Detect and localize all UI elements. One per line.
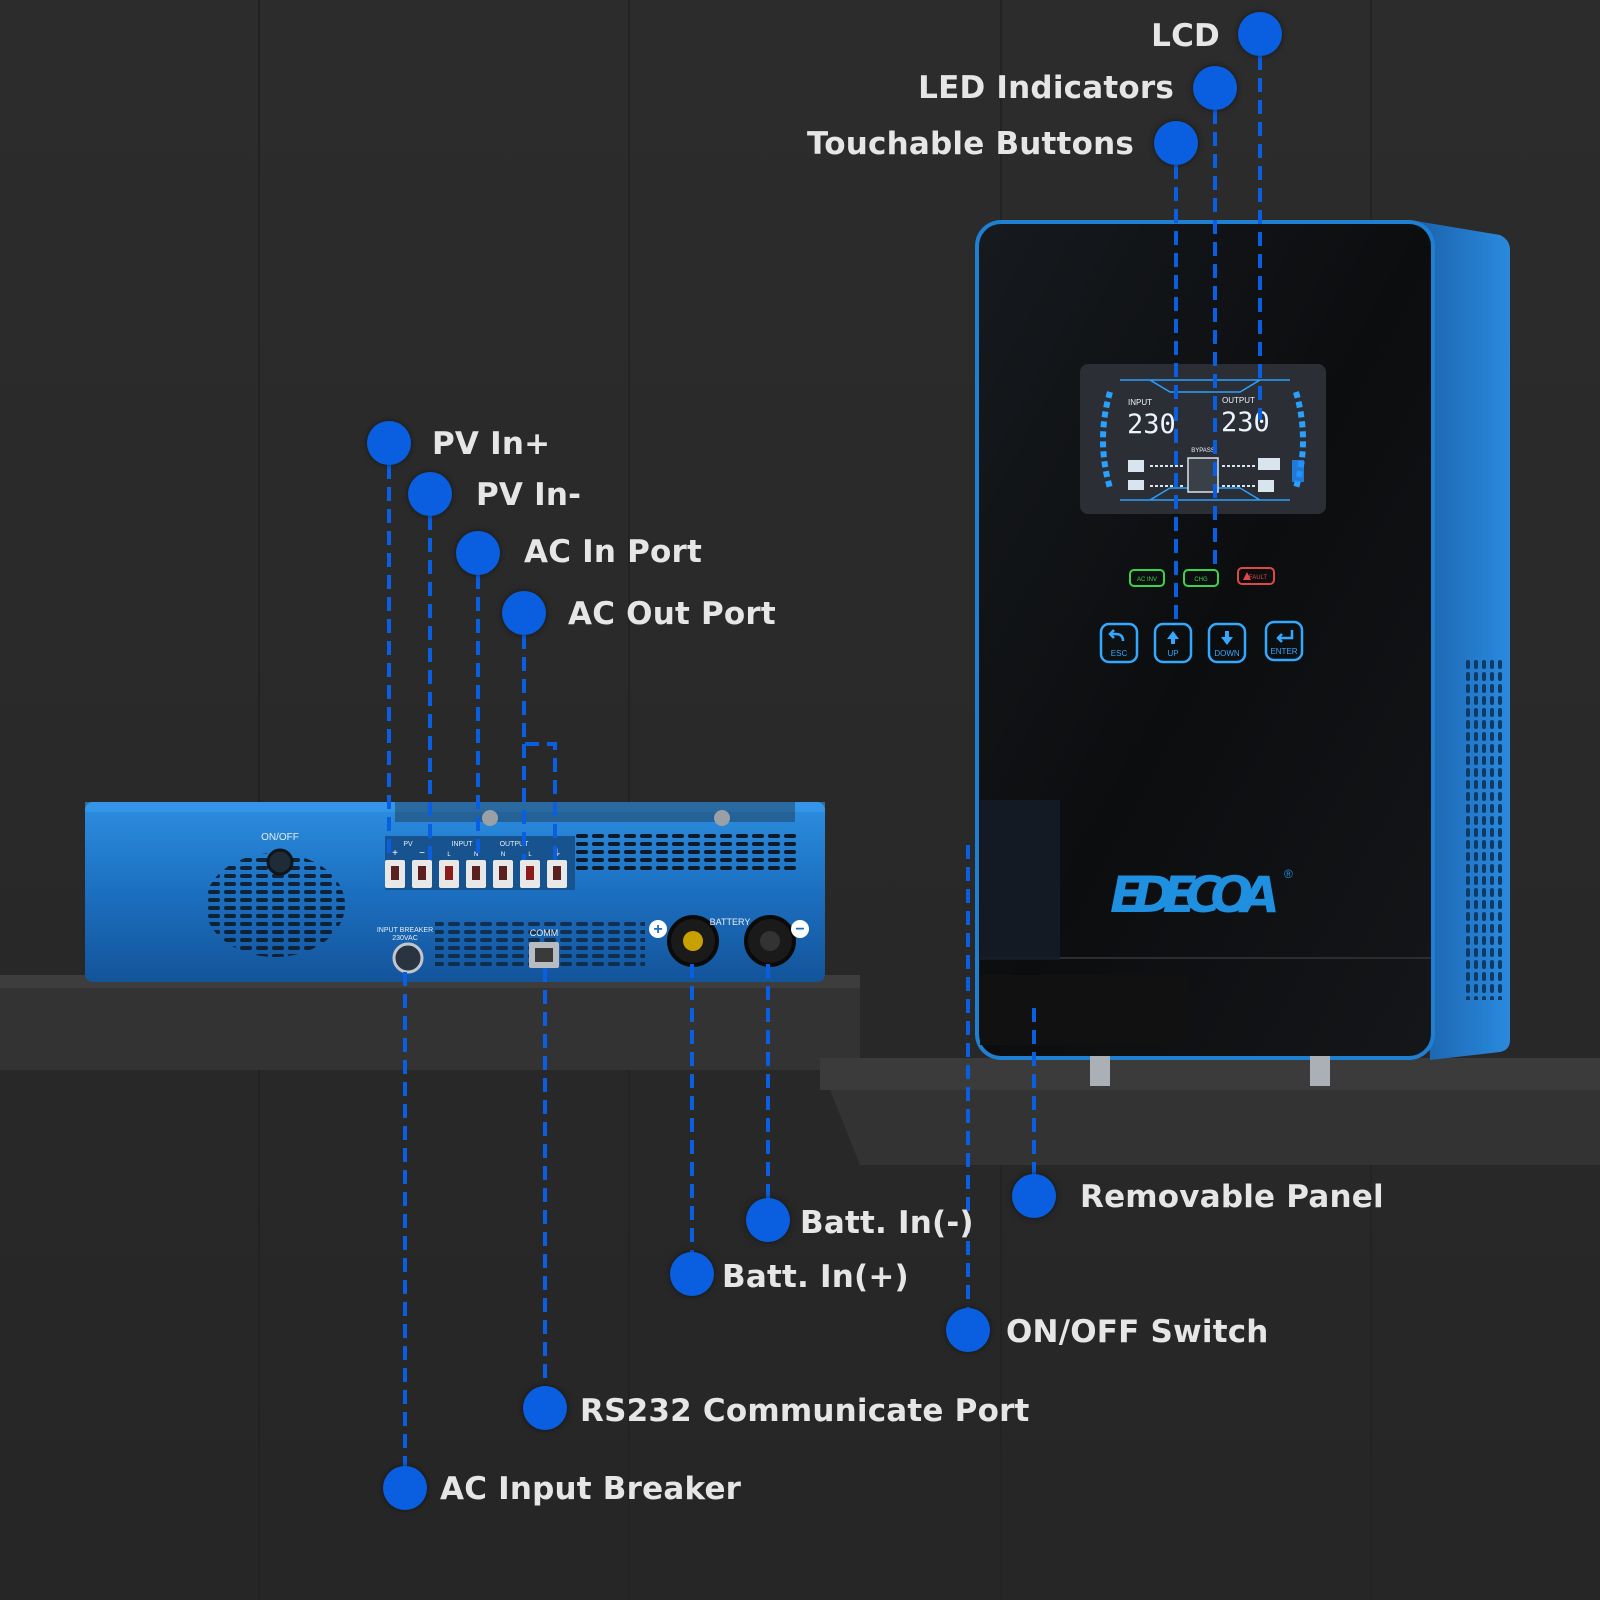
down-arrow-icon <box>1221 631 1233 645</box>
terminal-block <box>385 860 567 888</box>
callout-dot-on-off-switch <box>946 1308 990 1352</box>
callout-dot-batt-in-plus <box>670 1252 714 1296</box>
callout-dot-pv-in-minus <box>408 472 452 516</box>
led-chg-label: CHG <box>1194 577 1208 583</box>
up-label: UP <box>1167 649 1178 658</box>
down-label: DOWN <box>1214 649 1240 658</box>
lcd-output-value: 230 <box>1221 407 1270 438</box>
on-off-knob <box>266 848 294 876</box>
input-n-mark: N <box>474 852 478 858</box>
wall-seam <box>258 0 260 1600</box>
input-breaker-label: INPUT BREAKER <box>377 927 433 934</box>
touch-buttons: ESC UP DOWN ENTER <box>1099 620 1304 664</box>
left-shelf <box>0 975 860 1070</box>
pv-minus-mark: − <box>419 848 425 859</box>
led-indicators: AC INV CHG FAULT <box>1129 567 1275 587</box>
callout-dot-ac-in-port <box>456 531 500 575</box>
led-ac-inv <box>1129 569 1165 587</box>
up-arrow-icon <box>1167 631 1179 644</box>
right-shelf <box>820 1058 1600 1165</box>
screw <box>482 810 498 826</box>
callout-on-off-switch: ON/OFF Switch <box>1006 1314 1269 1350</box>
horizontal-inverter: + − ON/OFF INPUT BREAKER 230VAC COMM BAT… <box>85 802 825 982</box>
screw <box>714 810 730 826</box>
pv-plus-mark: + <box>392 848 398 859</box>
callout-ac-in-port: AC In Port <box>524 534 703 570</box>
lcd-screen: INPUT OUTPUT 230 230 BYPASS <box>1080 364 1326 514</box>
callout-pv-in-minus: PV In- <box>476 477 582 513</box>
battery-icon <box>1258 480 1274 492</box>
on-off-label: ON/OFF <box>261 832 299 843</box>
warning-icon <box>1243 572 1251 580</box>
batt-minus-symbol: − <box>795 921 804 938</box>
tower-icon <box>1128 460 1144 472</box>
callout-batt-in-minus: Batt. In(-) <box>800 1205 974 1241</box>
led-chg <box>1183 569 1219 587</box>
lcd-input-value: 230 <box>1127 409 1176 440</box>
mount-foot <box>1310 1056 1330 1086</box>
lcd-input-label: INPUT <box>1128 398 1152 407</box>
enter-button <box>1264 620 1304 662</box>
led-fault <box>1237 567 1275 585</box>
down-button <box>1207 622 1247 664</box>
callout-dot-lcd <box>1238 12 1282 56</box>
lcd-output-label: OUTPUT <box>1222 396 1255 405</box>
callout-dot-batt-in-minus <box>746 1198 790 1242</box>
callout-pv-in-plus: PV In+ <box>432 426 551 462</box>
callout-batt-in-plus: Batt. In(+) <box>722 1259 909 1295</box>
input-terminal-label: INPUT <box>452 841 474 848</box>
input-breaker-knob <box>392 942 424 974</box>
callout-dot-ac-input-breaker <box>383 1466 427 1510</box>
breaker-rating-label: 230VAC <box>392 935 418 942</box>
enter-arrow-icon <box>1276 630 1294 643</box>
callout-dot-led-indicators <box>1193 66 1237 110</box>
callout-rs232-port: RS232 Communicate Port <box>580 1393 1030 1429</box>
output-terminal-label: OUTPUT <box>500 841 530 848</box>
led-fault-label: FAULT <box>1249 575 1268 581</box>
callout-dot-removable-panel <box>1012 1174 1056 1218</box>
callout-removable-panel: Removable Panel <box>1080 1179 1384 1215</box>
esc-button <box>1099 622 1139 664</box>
removable-panel <box>980 975 1190 1045</box>
enter-label: ENTER <box>1270 647 1297 656</box>
callout-dot-touchable-buttons <box>1154 121 1198 165</box>
callout-ac-out-port: AC Out Port <box>568 596 776 632</box>
esc-label: ESC <box>1111 649 1128 658</box>
vertical-inverter: INPUT OUTPUT 230 230 BYPASS AC INV CHG F… <box>975 220 1510 1086</box>
solar-panel-icon <box>1128 480 1144 490</box>
mount-foot <box>1090 1056 1110 1086</box>
output-l-mark: L <box>528 852 532 858</box>
return-arrow-icon <box>1108 629 1125 642</box>
battery-label: BATTERY <box>710 917 751 927</box>
output-n-mark: N <box>501 852 505 858</box>
led-ac-inv-label: AC INV <box>1137 577 1157 583</box>
up-button <box>1153 622 1193 664</box>
wall-seam <box>628 0 630 1600</box>
callout-dot-ac-out-port <box>502 591 546 635</box>
callout-led-indicators: LED Indicators <box>918 70 1174 106</box>
house-icon <box>1258 458 1280 470</box>
input-l-mark: L <box>447 852 451 858</box>
callout-leaders <box>387 34 1262 1488</box>
callout-dot-rs232 <box>523 1386 567 1430</box>
callout-ac-input-breaker: AC Input Breaker <box>440 1471 742 1507</box>
callout-lcd: LCD <box>1151 18 1220 54</box>
callout-dot-pv-in-plus <box>367 421 411 465</box>
batt-plus-symbol: + <box>653 921 662 938</box>
lcd-bypass-label: BYPASS <box>1191 448 1215 454</box>
pv-label: PV <box>403 841 413 848</box>
comm-label: COMM <box>530 928 559 938</box>
brand-logo: EDECOA <box>1110 866 1280 924</box>
registered-mark: ® <box>1284 867 1293 881</box>
callout-touchable-buttons: Touchable Buttons <box>807 126 1134 162</box>
